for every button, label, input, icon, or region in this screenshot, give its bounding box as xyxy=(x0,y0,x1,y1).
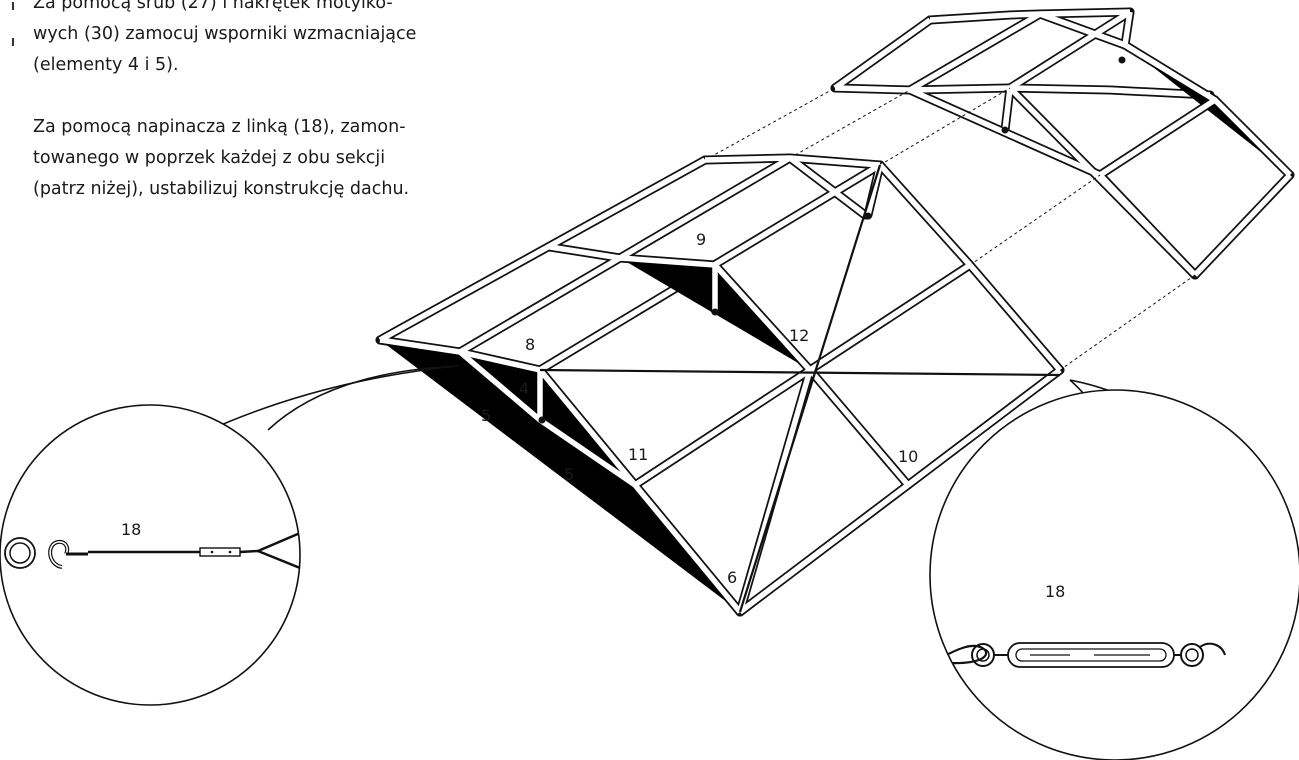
part-label-12: 12 xyxy=(789,326,809,345)
part-label-9: 9 xyxy=(696,230,706,249)
callout-hook-detail: 18 xyxy=(0,365,459,706)
instruction-line: towanego w poprzek każdej z obu sekcji xyxy=(33,148,386,168)
part-labels: 9 8 4 5 5 11 12 10 6 xyxy=(481,230,918,587)
tension-cables xyxy=(539,164,1061,613)
part-label-5: 5 xyxy=(564,465,574,484)
callout-label-18: 18 xyxy=(1045,582,1065,601)
back-section-bolts xyxy=(1001,56,1126,134)
part-label-6: 6 xyxy=(727,568,737,587)
part-label-11: 11 xyxy=(628,445,648,464)
part-label-10: 10 xyxy=(898,447,918,466)
margin-mark xyxy=(12,2,14,10)
instruction-line: wych (30) zamocuj wsporniki wzmacniające xyxy=(33,24,417,44)
alignment-guides xyxy=(704,87,1196,371)
callout-turnbuckle-detail: 18 xyxy=(929,379,1299,760)
instruction-line: (elementy 4 i 5). xyxy=(33,55,179,75)
instruction-line: Za pomocą śrub (27) i nakrętek motylko- xyxy=(33,0,393,13)
part-label-4: 4 xyxy=(519,379,529,398)
margin-mark xyxy=(12,38,14,46)
part-label-5: 5 xyxy=(481,406,491,425)
instruction-line: Za pomocą napinacza z linką (18), zamon- xyxy=(33,117,406,137)
callout-label-18: 18 xyxy=(121,520,141,539)
front-section-bolts xyxy=(538,212,872,424)
part-label-8: 8 xyxy=(525,335,535,354)
instruction-line: (patrz niżej), ustabilizuj konstrukcję d… xyxy=(33,179,410,199)
instruction-text: Za pomocą śrub (27) i nakrętek motylko- … xyxy=(33,0,513,205)
instruction-step-bolts: Za pomocą śrub (27) i nakrętek motylko- … xyxy=(33,0,513,81)
instruction-step-tensioner: Za pomocą napinacza z linką (18), zamon-… xyxy=(33,112,513,205)
